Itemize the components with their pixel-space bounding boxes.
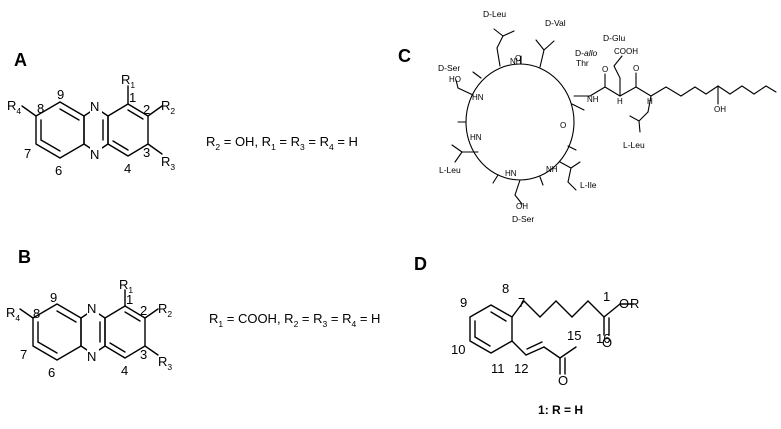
amide-h-2: H bbox=[617, 97, 623, 106]
panel-label-a: A bbox=[14, 50, 27, 70]
panel-label-c: C bbox=[398, 46, 411, 66]
position-8: 8 bbox=[502, 281, 509, 296]
substituent-r3: R3 bbox=[161, 154, 175, 172]
substituent-r2: R2 bbox=[161, 98, 175, 116]
atom-n-bottom: N bbox=[90, 147, 99, 162]
residue-d-allo-thr: D-allo bbox=[575, 48, 597, 58]
ketone-oxygen: O bbox=[558, 373, 568, 388]
amide-h-3: H bbox=[647, 97, 653, 106]
ring-ester-oxygen: O bbox=[560, 121, 566, 130]
substituent-r1: R1 bbox=[119, 277, 133, 295]
position-15: 15 bbox=[567, 328, 581, 343]
panel-a: A N N R1 R2 R3 R4 1 bbox=[7, 50, 358, 178]
benzene-ring-right bbox=[104, 305, 146, 359]
tail-hydroxyl: OH bbox=[714, 105, 726, 114]
position-4: 4 bbox=[121, 363, 128, 378]
macrocycle-ring bbox=[465, 63, 575, 181]
aromatic-ester-structure: O R O O 1 7 8 9 10 11 12 15 16 bbox=[451, 281, 639, 388]
ester-oxygen: O bbox=[619, 296, 629, 311]
cyclic-lipopeptide-structure: D-Leu D-Val D-allo Thr D-Glu COOH D-Ser … bbox=[438, 9, 777, 224]
ring-nh-bottom: NH bbox=[546, 165, 558, 174]
residue-l-leu-right: L-Leu bbox=[623, 140, 645, 150]
cooh-label: COOH bbox=[614, 47, 638, 56]
ser-hydroxyl-top: HO bbox=[449, 75, 461, 84]
residue-d-ser-bottom: D-Ser bbox=[512, 214, 534, 224]
position-10: 10 bbox=[451, 342, 465, 357]
panel-d: D O R O O bbox=[414, 254, 639, 417]
amide-nh-1: NH bbox=[587, 95, 599, 104]
substituent-r4: R4 bbox=[6, 305, 20, 323]
position-1: 1 bbox=[126, 292, 133, 307]
panel-label-b: B bbox=[18, 247, 31, 267]
substituent-r2: R2 bbox=[158, 301, 172, 319]
carbonyl-o-top: O bbox=[515, 54, 521, 63]
residue-l-leu-left: L-Leu bbox=[439, 165, 461, 175]
position-2: 2 bbox=[143, 102, 150, 117]
position-3: 3 bbox=[140, 347, 147, 362]
position-6: 6 bbox=[48, 365, 55, 380]
position-16: 16 bbox=[596, 331, 610, 346]
phenazine-structure-a: N N R1 R2 R3 R4 1 2 3 4 6 7 8 9 bbox=[7, 72, 175, 178]
substitution-text-a: R2 = OH, R1 = R3 = R4 = H bbox=[206, 134, 358, 152]
atom-n-bottom: N bbox=[87, 349, 96, 364]
pyrazine-ring bbox=[83, 107, 109, 153]
substituent-r3: R3 bbox=[158, 354, 172, 372]
carbonyl-oxygen: O bbox=[602, 335, 612, 350]
position-6: 6 bbox=[55, 163, 62, 178]
residue-d-ser-top: D-Ser bbox=[438, 63, 460, 73]
substituent-r1: R1 bbox=[121, 72, 135, 90]
position-9: 9 bbox=[57, 87, 64, 102]
residue-d-leu: D-Leu bbox=[483, 9, 506, 19]
position-9: 9 bbox=[460, 295, 467, 310]
ser-hydroxyl-bottom: OH bbox=[516, 202, 528, 211]
position-7: 7 bbox=[20, 347, 27, 362]
pyrazine-ring bbox=[80, 309, 106, 355]
phenazine-structure-b: N N R1 R2 R3 R4 1 2 3 4 6 7 8 9 bbox=[6, 277, 172, 380]
residue-d-val: D-Val bbox=[545, 18, 566, 28]
position-9: 9 bbox=[50, 290, 57, 305]
position-3: 3 bbox=[143, 145, 150, 160]
position-1: 1 bbox=[603, 289, 610, 304]
position-8: 8 bbox=[33, 306, 40, 321]
ester-r-group: R bbox=[630, 296, 639, 311]
residue-d-glu: D-Glu bbox=[603, 33, 625, 43]
ring-hn-bottom: HN bbox=[505, 169, 517, 178]
panel-label-d: D bbox=[414, 254, 427, 274]
position-4: 4 bbox=[124, 161, 131, 176]
atom-n-top: N bbox=[87, 301, 96, 316]
benzene-ring-right bbox=[107, 103, 149, 157]
position-8: 8 bbox=[37, 101, 44, 116]
position-11: 11 bbox=[491, 361, 505, 376]
position-1: 1 bbox=[129, 90, 136, 105]
residue-thr-line: Thr bbox=[576, 58, 589, 68]
residue-l-ile: L-Ile bbox=[580, 180, 597, 190]
panel-c: C bbox=[398, 9, 777, 224]
position-2: 2 bbox=[140, 303, 147, 318]
compound-caption: 1: R = H bbox=[538, 403, 583, 417]
substitution-text-b: R1 = COOH, R2 = R3 = R4 = H bbox=[209, 311, 380, 329]
panel-b: B N N R1 R2 R3 R4 1 2 3 4 bbox=[6, 247, 380, 380]
position-7: 7 bbox=[518, 295, 525, 310]
carbonyl-o-glu: O bbox=[602, 65, 608, 74]
substituent-r4: R4 bbox=[7, 98, 21, 116]
ring-hn-left-upper: HN bbox=[472, 93, 484, 102]
position-7: 7 bbox=[24, 146, 31, 161]
position-12: 12 bbox=[514, 361, 528, 376]
ring-nh-top: NH bbox=[510, 57, 522, 66]
carbonyl-o-leu: O bbox=[633, 64, 639, 73]
ring-hn-left-lower: HN bbox=[470, 133, 482, 142]
atom-n-top: N bbox=[90, 99, 99, 114]
